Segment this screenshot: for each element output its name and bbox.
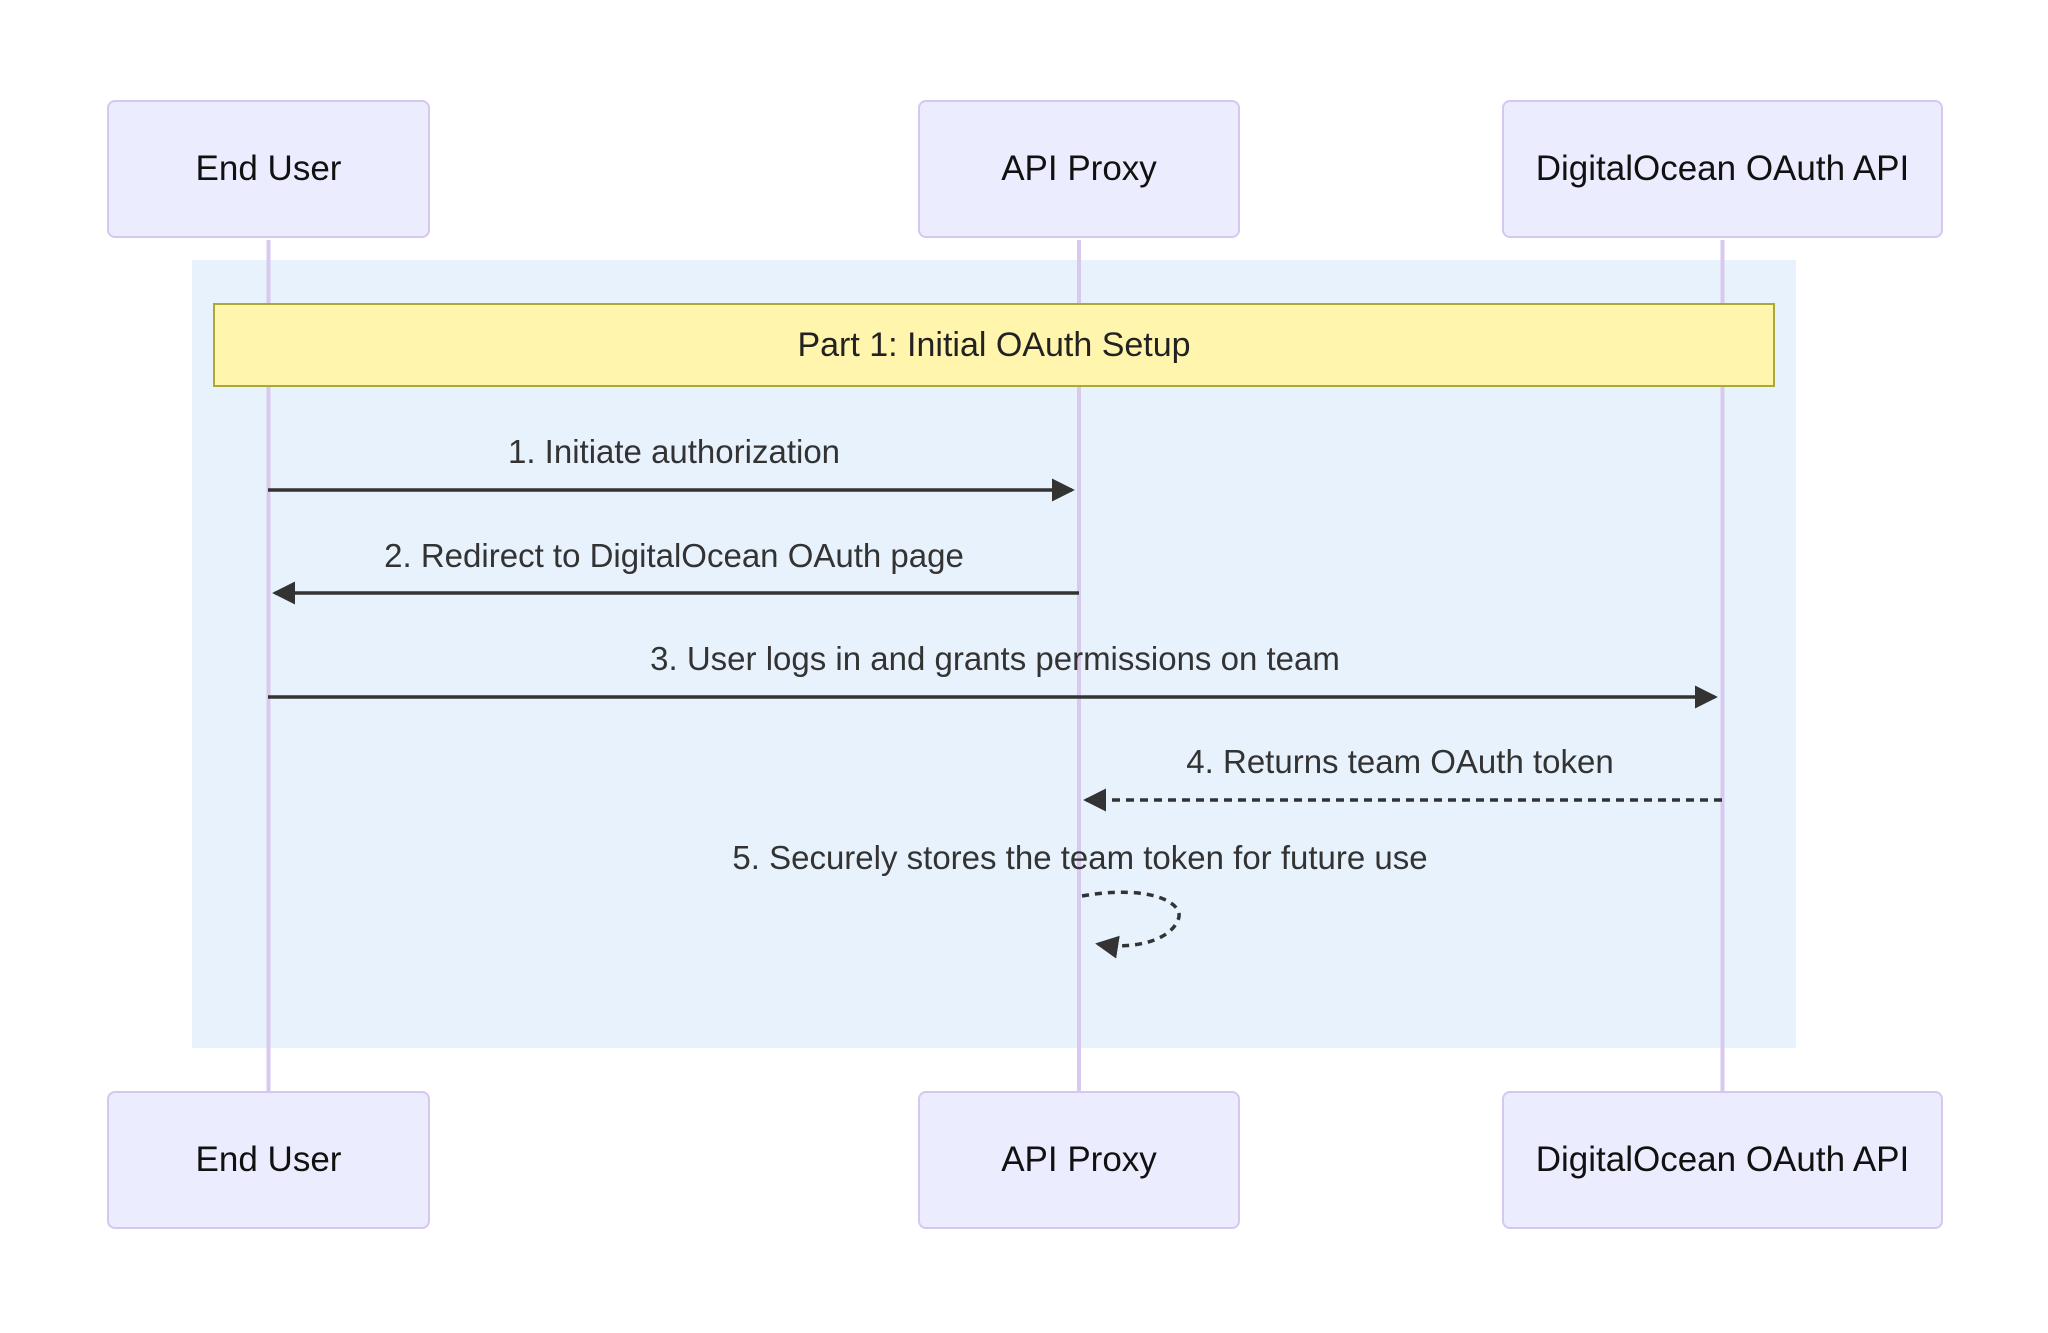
actor-box-digitalocean-oauth-api-bottom: DigitalOcean OAuth API (1502, 1091, 1943, 1229)
actor-label: DigitalOcean OAuth API (1535, 149, 1910, 188)
section-note: Part 1: Initial OAuth Setup (213, 303, 1775, 387)
actor-label: End User (195, 149, 342, 188)
actor-box-end-user-top: End User (107, 100, 430, 238)
message-1-label: 1. Initiate authorization (507, 433, 841, 470)
actor-label: DigitalOcean OAuth API (1535, 1140, 1910, 1179)
actor-label: API Proxy (1001, 149, 1157, 188)
actor-box-api-proxy-bottom: API Proxy (918, 1091, 1240, 1229)
section-note-label: Part 1: Initial OAuth Setup (797, 325, 1191, 364)
section-background (192, 260, 1796, 1048)
message-5-label: 5. Securely stores the team token for fu… (732, 839, 1428, 876)
message-3-label: 3. User logs in and grants permissions o… (650, 640, 1340, 677)
actor-label: API Proxy (1001, 1140, 1157, 1179)
actor-box-api-proxy-top: API Proxy (918, 100, 1240, 238)
message-2-label: 2. Redirect to DigitalOcean OAuth page (384, 537, 964, 574)
actor-box-digitalocean-oauth-api-top: DigitalOcean OAuth API (1502, 100, 1943, 238)
message-5-self-loop-arrow (1081, 890, 1181, 959)
actor-label: End User (195, 1140, 342, 1179)
actor-box-end-user-bottom: End User (107, 1091, 430, 1229)
message-4-label: 4. Returns team OAuth token (1186, 743, 1614, 780)
